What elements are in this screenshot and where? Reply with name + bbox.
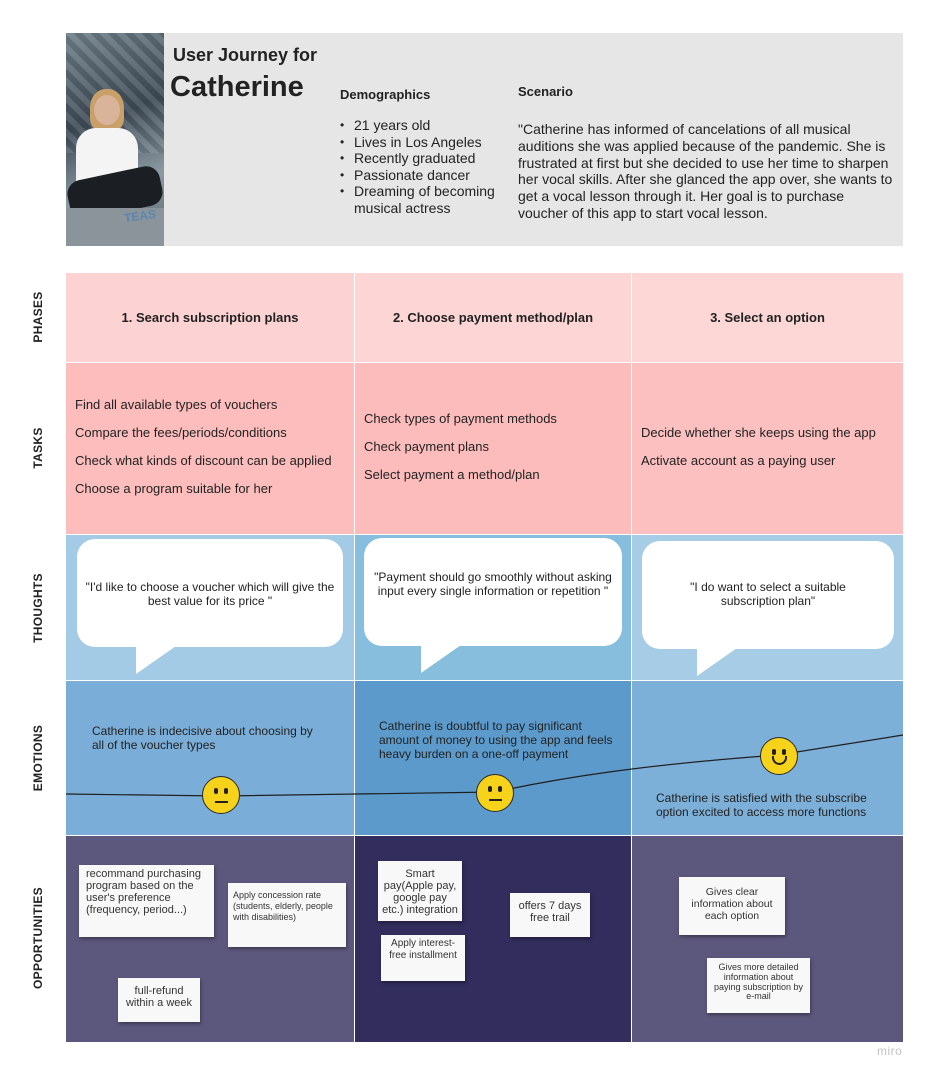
tasks-cell-2: Check types of payment methods Check pay… xyxy=(355,363,631,534)
demographic-item: Dreaming of becoming musical actress xyxy=(340,183,510,216)
task-list: Check types of payment methods Check pay… xyxy=(364,405,557,489)
sticky-note: recommand purchasing program based on th… xyxy=(79,865,214,937)
task-item: Find all available types of vouchers xyxy=(75,397,278,412)
task-item: Check what kinds of discount can be appl… xyxy=(75,453,332,468)
thought-bubble: "I do want to select a suitable subscrip… xyxy=(642,541,894,649)
persona-photo: TEAS xyxy=(66,33,164,246)
sticky-note: offers 7 days free trail xyxy=(510,893,590,937)
phase-title: 2. Choose payment method/plan xyxy=(392,310,594,325)
thoughts-cell-1: "I'd like to choose a voucher which will… xyxy=(66,535,354,680)
journey-title: User Journey for xyxy=(173,45,318,65)
sticky-note: Gives more detailed information about pa… xyxy=(707,958,810,1013)
phase-cell-2: 2. Choose payment method/plan xyxy=(355,273,631,362)
thought-bubble-tail xyxy=(421,645,461,673)
demographic-item: Recently graduated xyxy=(340,150,510,167)
opportunities-cell-2: Smart pay(Apple pay, google pay etc.) in… xyxy=(355,836,631,1042)
task-item: Decide whether she keeps using the app xyxy=(641,425,876,440)
emotions-cell-3: Catherine is satisfied with the subscrib… xyxy=(632,681,903,835)
opportunities-cell-3: Gives clear information about each optio… xyxy=(632,836,903,1042)
thoughts-cell-2: "Payment should go smoothly without aski… xyxy=(355,535,631,680)
task-item: Choose a program suitable for her xyxy=(75,481,273,496)
scenario-text: "Catherine has informed of cancelations … xyxy=(518,121,893,221)
sticky-note: Gives clear information about each optio… xyxy=(679,877,785,935)
sticky-note: full-refund within a week xyxy=(118,978,200,1022)
demographic-item: 21 years old xyxy=(340,117,510,134)
sticky-note: Apply interest-free installment xyxy=(381,935,465,981)
scenario-label: Scenario xyxy=(518,84,573,99)
persona-name: Catherine xyxy=(170,71,304,103)
emotion-text: Catherine is indecisive about choosing b… xyxy=(92,724,313,752)
thought-bubble-tail xyxy=(136,646,176,674)
demographic-item: Passionate dancer xyxy=(340,167,510,184)
thought-text: "I do want to select a suitable subscrip… xyxy=(690,580,846,608)
miro-watermark: miro xyxy=(877,1044,903,1058)
task-item: Activate account as a paying user xyxy=(641,453,836,468)
task-list: Find all available types of vouchers Com… xyxy=(75,391,332,503)
task-item: Select payment a method/plan xyxy=(364,467,540,482)
thoughts-cell-3: "I do want to select a suitable subscrip… xyxy=(632,535,903,680)
persona-header: TEAS User Journey for Catherine Demograp… xyxy=(66,33,903,246)
neutral-face-icon xyxy=(476,774,514,812)
phase-cell-3: 3. Select an option xyxy=(632,273,903,362)
thought-text: "Payment should go smoothly without aski… xyxy=(374,570,612,598)
neutral-face-icon xyxy=(202,776,240,814)
phase-title: 1. Search subscription plans xyxy=(121,310,299,325)
phase-title: 3. Select an option xyxy=(710,310,825,325)
tasks-cell-3: Decide whether she keeps using the app A… xyxy=(632,363,903,534)
opportunities-cell-1: recommand purchasing program based on th… xyxy=(66,836,354,1042)
sticky-note: Apply concession rate (students, elderly… xyxy=(228,883,346,947)
sticky-note: Smart pay(Apple pay, google pay etc.) in… xyxy=(378,861,462,921)
task-item: Check types of payment methods xyxy=(364,411,557,426)
thought-bubble: "I'd like to choose a voucher which will… xyxy=(77,539,343,647)
thought-bubble-tail xyxy=(697,648,737,676)
demographic-item: Lives in Los Angeles xyxy=(340,134,510,151)
demographics-list: 21 years old Lives in Los Angeles Recent… xyxy=(340,117,510,216)
emotion-text: Catherine is doubtful to pay significant… xyxy=(379,719,613,761)
thought-bubble: "Payment should go smoothly without aski… xyxy=(364,538,622,646)
task-item: Check payment plans xyxy=(364,439,490,454)
phase-cell-1: 1. Search subscription plans xyxy=(66,273,354,362)
smiley-face-icon xyxy=(760,737,798,775)
tasks-cell-1: Find all available types of vouchers Com… xyxy=(66,363,354,534)
emotion-text: Catherine is satisfied with the subscrib… xyxy=(656,791,867,819)
thought-text: "I'd like to choose a voucher which will… xyxy=(85,580,335,608)
task-list: Decide whether she keeps using the app A… xyxy=(641,419,876,475)
demographics-label: Demographics xyxy=(340,87,431,102)
task-item: Compare the fees/periods/conditions xyxy=(75,425,287,440)
